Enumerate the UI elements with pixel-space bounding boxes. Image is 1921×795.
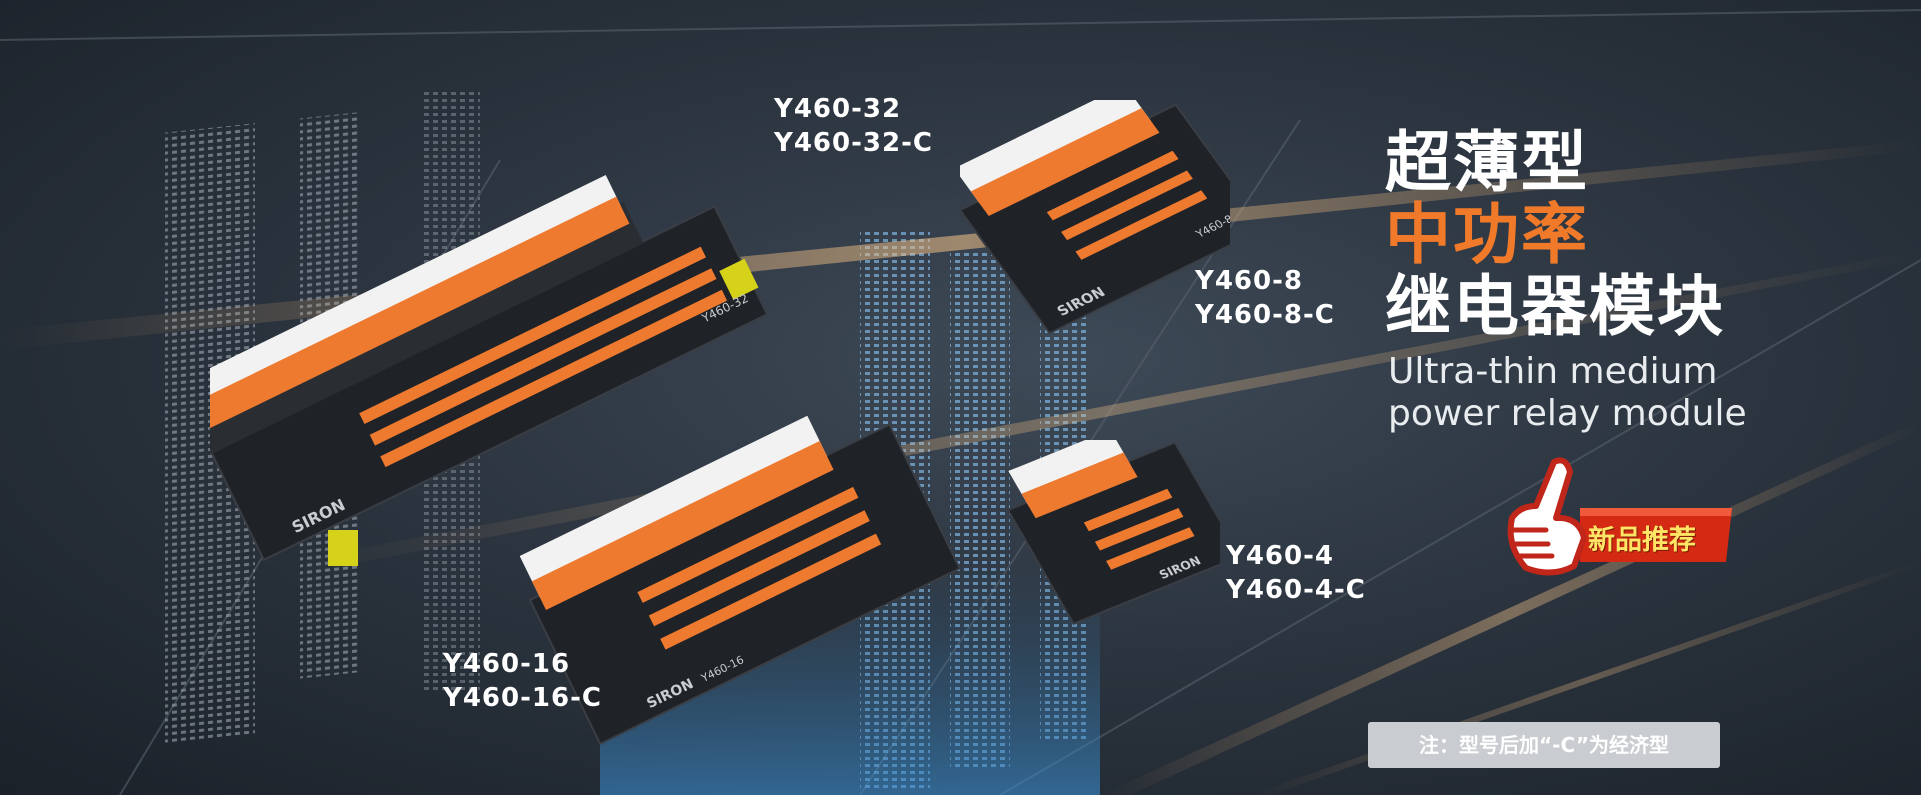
new-product-badge <box>1507 457 1732 576</box>
model-name: Y460-16 <box>443 649 571 679</box>
headline-line-3: 继电器模块 <box>1385 267 1725 345</box>
model-name: Y460-32 <box>774 94 902 124</box>
subtitle-line-2: power relay module <box>1388 393 1747 434</box>
relay-module-y460-4-image: SIRON <box>1006 440 1220 625</box>
thumbs-up-icon <box>1507 457 1587 576</box>
new-product-badge-text: 新品推荐 <box>1588 525 1696 556</box>
model-label-y460-32: Y460-32 Y460-32-C <box>774 92 933 160</box>
model-name-economy: Y460-8-C <box>1195 300 1335 330</box>
model-label-y460-8: Y460-8 Y460-8-C <box>1195 264 1335 332</box>
relay-row <box>210 175 630 430</box>
model-suffix-note: 注：型号后加“-C”为经济型 <box>1368 722 1720 768</box>
model-name-economy: Y460-4-C <box>1226 575 1366 605</box>
headline-line-2: 中功率 <box>1385 195 1589 273</box>
model-label-y460-16: Y460-16 Y460-16-C <box>443 647 602 715</box>
relay-module-y460-16-image: SIRON Y460-16 <box>520 415 960 746</box>
model-name: Y460-4 <box>1226 541 1334 571</box>
subtitle-line-1: Ultra-thin medium <box>1388 351 1718 392</box>
headline-line-1: 超薄型 <box>1385 123 1589 201</box>
relay-module-y460-8-image: SIRON Y460-8 <box>960 100 1230 335</box>
model-name: Y460-8 <box>1195 266 1303 296</box>
din-bracket <box>328 530 358 566</box>
model-name-economy: Y460-32-C <box>774 128 933 158</box>
model-label-y460-4: Y460-4 Y460-4-C <box>1226 539 1366 607</box>
relay-module-y460-32-image: SIRON Y460-32 <box>210 175 769 566</box>
model-name-economy: Y460-16-C <box>443 683 602 713</box>
